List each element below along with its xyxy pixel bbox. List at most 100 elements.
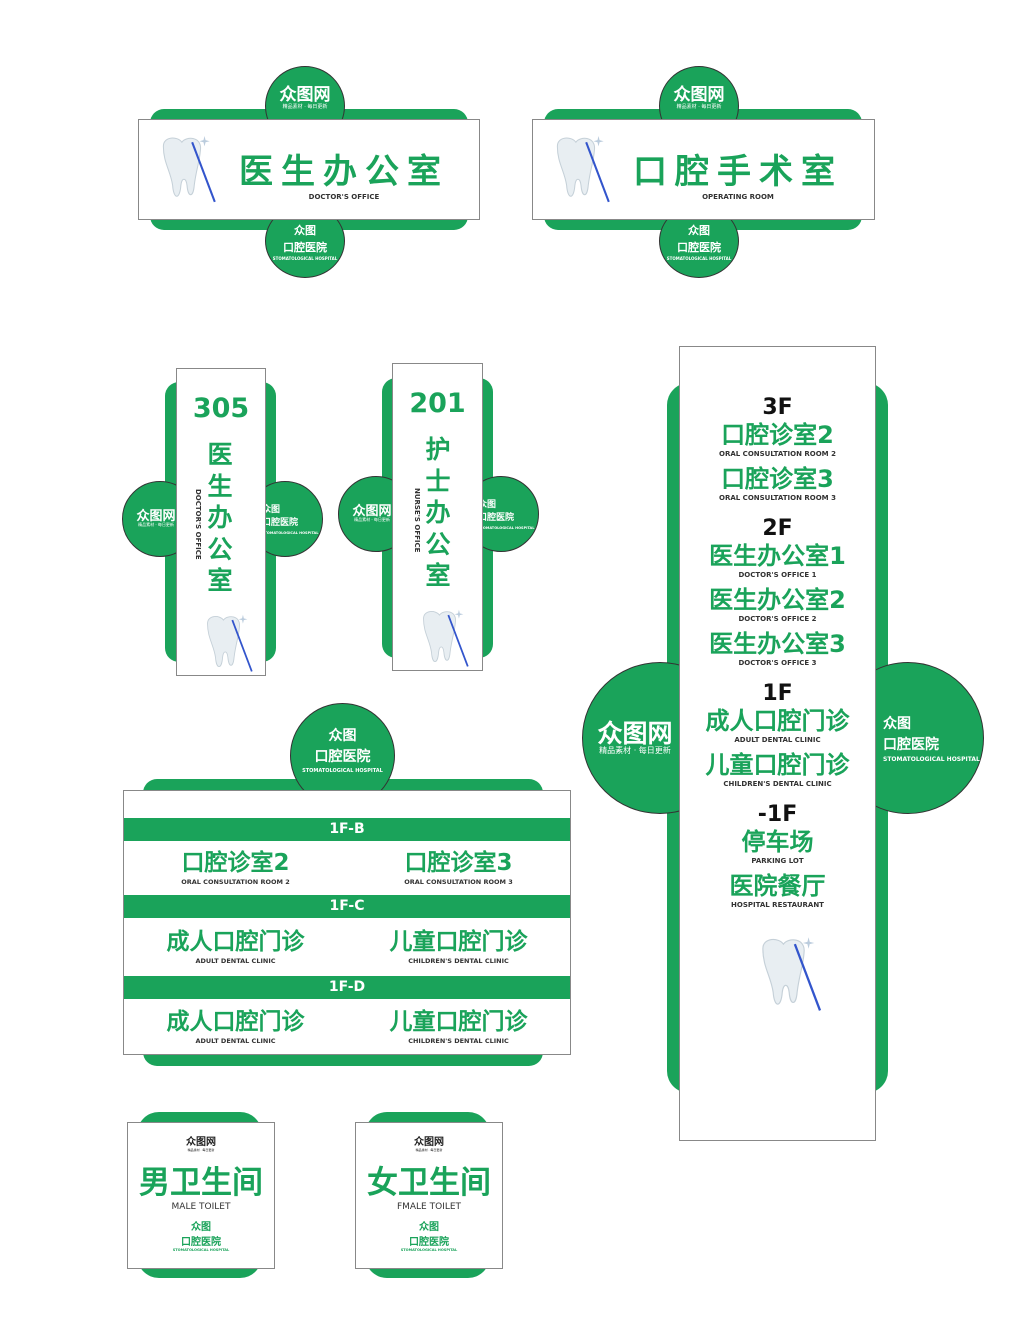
room-name: 医生办公室1 [709,542,846,570]
hospital-short: 众图 [478,499,497,510]
hospital-en: STOMATOLOGICAL HOSPITAL [666,256,732,261]
title-char: 公 [207,534,233,564]
section-label: 1F-B [124,818,570,841]
room-name: 口腔诊室3 [721,465,834,493]
title-char: 医 [207,440,233,469]
hospital-short: 众图 [328,728,357,744]
room-en: ORAL CONSULTATION ROOM 3 [719,494,836,502]
hospital-short: 众图 [191,1222,211,1233]
hospital-name: 口腔医院 [883,736,939,753]
logo-text: 众图网 [673,85,725,105]
room-name: 停车场 [741,828,814,856]
room-name: 口腔诊室3 [404,850,513,877]
room-en: ADULT DENTAL CLINIC [734,736,821,744]
sign-subtitle: DOCTOR'S OFFICE [308,193,380,201]
floor-label: 3F [762,395,793,420]
room-en: ADULT DENTAL CLINIC [195,956,276,965]
room-number: 305 [192,393,250,424]
room-name: 口腔诊室2 [721,421,834,449]
logo-text: 众图网 [136,509,176,525]
sign-title: 女卫生间 [367,1165,491,1201]
room-en: ADULT DENTAL CLINIC [195,1036,276,1045]
hospital-name: 口腔医院 [314,749,371,765]
slogan: 精品素材 · 每日更新 [187,1148,215,1152]
title-char: 士 [425,466,451,496]
room-en: PARKING LOT [751,857,804,865]
logo-text: 众图网 [352,504,392,520]
floor-label: 1F [762,681,793,706]
room-name: 口腔诊室2 [181,850,290,877]
room-en: ORAL CONSULTATION ROOM 3 [404,877,513,886]
slogan: 精品素材 · 每日更新 [599,745,671,755]
hospital-name: 口腔医院 [677,240,721,254]
room-name: 医生办公室3 [709,630,846,658]
room-name: 儿童口腔门诊 [705,751,850,779]
title-char: 室 [207,566,233,595]
slogan: 精品素材 · 每日更新 [354,517,390,523]
hospital-name: 口腔医院 [283,240,327,254]
sign-title: 医生办公室 [239,152,449,192]
room-en: CHILDREN'S DENTAL CLINIC [723,780,832,788]
sign-title: 口腔手术室 [633,152,843,192]
hospital-short: 众图 [419,1222,439,1233]
hospital-short: 众图 [294,224,316,237]
tooth-icon [155,134,217,206]
room-name: 成人口腔门诊 [705,707,850,735]
hospital-en: STOMATOLOGICAL HOSPITAL [883,755,980,763]
hospital-name: 口腔医院 [262,518,299,528]
hospital-en: STOMATOLOGICAL HOSPITAL [172,1248,230,1252]
room-number: 201 [409,388,466,419]
subtitle-vertical: DOCTOR'S OFFICE [194,489,202,560]
hospital-short: 众图 [883,715,911,732]
hospital-name: 口腔医院 [478,513,515,523]
slogan: 精品素材 · 每日更新 [676,104,722,110]
title-char: 生 [207,471,233,501]
logo-text: 众图网 [186,1137,216,1148]
room-en: ORAL CONSULTATION ROOM 2 [719,450,836,458]
floor-label: 2F [762,516,793,541]
sign-subtitle: OPERATING ROOM [702,193,774,201]
room-name: 医院餐厅 [729,872,826,900]
slogan: 精品素材 · 每日更新 [138,522,174,528]
subtitle-vertical: NURSE'S OFFICE [413,488,421,553]
section-label: 1F-C [124,895,570,918]
slogan: 精品素材 · 每日更新 [282,104,328,110]
room-en: ORAL CONSULTATION ROOM 2 [181,877,290,886]
room-en: DOCTOR'S OFFICE 2 [738,615,817,623]
room-name: 医生办公室2 [709,586,846,614]
hospital-en: STOMATOLOGICAL HOSPITAL [262,530,319,535]
section-label: 1F-D [124,976,570,999]
hospital-short: 众图 [688,224,710,237]
hospital-en: STOMATOLOGICAL HOSPITAL [302,768,383,774]
room-name: 儿童口腔门诊 [389,1009,528,1036]
title-char: 室 [425,561,451,590]
floor-label: -1F [757,802,798,827]
hospital-name: 口腔医院 [409,1237,449,1248]
sign-subtitle: FMALE TOILET [396,1202,462,1212]
room-en: CHILDREN'S DENTAL CLINIC [408,1036,509,1045]
slogan: 精品素材 · 每日更新 [415,1148,443,1152]
logo-text: 众图网 [279,85,331,105]
sign-subtitle: MALE TOILET [171,1202,231,1212]
sign-title: 男卫生间 [139,1165,263,1201]
hospital-short: 众图 [262,504,281,515]
room-name: 儿童口腔门诊 [389,929,528,956]
tooth-icon [199,613,255,675]
room-en: HOSPITAL RESTAURANT [731,901,824,909]
title-char: 护 [425,435,451,464]
room-en: DOCTOR'S OFFICE 1 [738,571,817,579]
tooth-icon [415,608,471,670]
hospital-en: STOMATOLOGICAL HOSPITAL [400,1248,458,1252]
title-char: 办 [425,498,451,527]
tooth-icon [549,134,611,206]
title-char: 办 [207,503,233,532]
logo-text: 众图网 [414,1137,444,1148]
room-en: DOCTOR'S OFFICE 3 [738,659,817,667]
title-char: 公 [425,529,451,559]
room-name: 成人口腔门诊 [166,929,305,956]
logo-text: 众图网 [597,718,673,748]
hospital-en: STOMATOLOGICAL HOSPITAL [478,525,535,530]
room-name: 成人口腔门诊 [166,1009,305,1036]
room-en: CHILDREN'S DENTAL CLINIC [408,956,509,965]
tooth-icon [750,935,826,1015]
